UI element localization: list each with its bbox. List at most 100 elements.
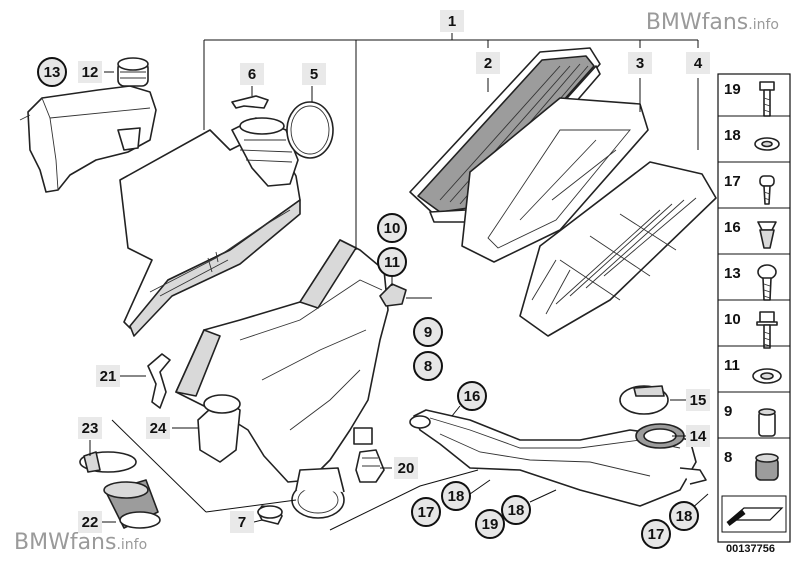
- flange-bolt-icon: [756, 311, 778, 349]
- intake-snorkel: [231, 117, 299, 187]
- callout-label: 13: [44, 64, 61, 81]
- short-screw-icon: [759, 175, 775, 205]
- fastener-label: 9: [724, 403, 732, 420]
- callout-label: 8: [424, 358, 432, 375]
- parts-drawing: [19, 47, 717, 529]
- callout-20: 20: [394, 457, 418, 479]
- callout-label: 9: [424, 324, 432, 341]
- callout-label: 3: [636, 55, 644, 72]
- callout-18: 18: [501, 495, 531, 525]
- fastener-row: 16: [718, 207, 790, 249]
- watermark-suffix: .info: [116, 537, 148, 553]
- callout-label: 15: [690, 392, 707, 409]
- callout-label: 1: [448, 13, 456, 30]
- callout-11: 11: [377, 247, 407, 277]
- hose-clamp-23: [79, 451, 137, 473]
- fastener-label: 18: [724, 127, 741, 144]
- hex-bolt-icon: [759, 81, 775, 117]
- intake-duct: [409, 409, 707, 507]
- air-filter-housing-lower: [175, 239, 389, 519]
- sleeve-icon: [758, 408, 776, 437]
- callout-17: 17: [411, 497, 441, 527]
- callout-label: 7: [238, 514, 246, 531]
- callout-18: 18: [669, 501, 699, 531]
- fastener-label: 19: [724, 81, 741, 98]
- watermark-brand: BMWfans: [14, 530, 117, 555]
- callout-14: 14: [686, 425, 710, 447]
- callout-4: 4: [686, 52, 710, 74]
- callout-label: 18: [508, 502, 525, 519]
- callout-label: 5: [310, 66, 318, 83]
- watermark-suffix: .info: [748, 17, 779, 33]
- callout-19: 19: [475, 509, 505, 539]
- fastener-label: 17: [724, 173, 741, 190]
- callout-label: 12: [82, 64, 99, 81]
- fastener-panel: 19 18 17 16 13 10 11 9 8 00137756: [717, 73, 791, 555]
- clip-part-21: [147, 353, 171, 409]
- callout-label: 14: [690, 428, 707, 445]
- leader-lines: [89, 33, 709, 531]
- filter-frame: [461, 97, 649, 263]
- reservoir-tank: [19, 57, 157, 193]
- callout-label: 10: [384, 220, 401, 237]
- fastener-row: 9: [718, 391, 790, 437]
- expanding-nut-icon: [757, 221, 777, 249]
- callout-label: 21: [100, 368, 117, 385]
- callout-23: 23: [78, 417, 102, 439]
- callout-label: 18: [448, 488, 465, 505]
- callout-5: 5: [302, 63, 326, 85]
- callout-label: 22: [82, 514, 99, 531]
- grommet-part: [379, 283, 407, 307]
- fastener-label: 8: [724, 449, 732, 466]
- fastener-label: 16: [724, 219, 741, 236]
- callout-8: 8: [413, 351, 443, 381]
- fastener-row: 10: [718, 299, 790, 349]
- filter-element: [409, 47, 601, 223]
- fastener-row: 13: [718, 253, 790, 301]
- callout-label: 17: [418, 504, 435, 521]
- air-filter-housing-upper: [119, 129, 301, 337]
- callout-12: 12: [78, 61, 102, 83]
- callout-label: 23: [82, 420, 99, 437]
- fastener-row: 19: [724, 81, 775, 117]
- callout-17: 17: [641, 519, 671, 549]
- callout-15: 15: [686, 389, 710, 411]
- seal-ring-part-5: [286, 101, 334, 159]
- callout-label: 17: [648, 526, 665, 543]
- callout-18: 18: [441, 481, 471, 511]
- fastener-row: 8: [718, 437, 790, 481]
- watermark-top: BMWfans.info: [646, 10, 779, 35]
- drawing-number: 00137756: [726, 543, 775, 555]
- callout-label: 4: [694, 55, 703, 72]
- callout-label: 11: [384, 254, 400, 271]
- fastener-label: 11: [724, 357, 740, 374]
- callout-label: 20: [398, 460, 415, 477]
- callout-label: 16: [464, 388, 481, 405]
- callout-label: 2: [484, 55, 492, 72]
- rubber-buffer: [355, 449, 385, 483]
- fastener-row: 11: [718, 345, 790, 384]
- assembly-arrow-box: [721, 495, 787, 533]
- callout-21: 21: [96, 365, 120, 387]
- filter-grid: [519, 161, 717, 337]
- fastener-label: 10: [724, 311, 741, 328]
- sleeve-part-7: [257, 505, 283, 525]
- callout-6: 6: [240, 63, 264, 85]
- rubber-grommet-icon: [755, 453, 779, 481]
- callout-3: 3: [628, 52, 652, 74]
- washer-icon: [754, 137, 780, 151]
- hose-clamp-15: [619, 385, 669, 415]
- callout-16: 16: [457, 381, 487, 411]
- callout-label: 6: [248, 66, 256, 83]
- clip-part-6: [231, 95, 269, 109]
- fastener-row: 18: [718, 115, 790, 151]
- flat-washer-icon: [752, 368, 782, 384]
- fastener-row: 17: [718, 161, 790, 205]
- callout-label: 24: [150, 420, 167, 437]
- callout-13: 13: [37, 57, 67, 87]
- sealing-ring-14: [635, 423, 685, 449]
- callout-24: 24: [146, 417, 170, 439]
- callout-22: 22: [78, 511, 102, 533]
- fastener-label: 13: [724, 265, 741, 282]
